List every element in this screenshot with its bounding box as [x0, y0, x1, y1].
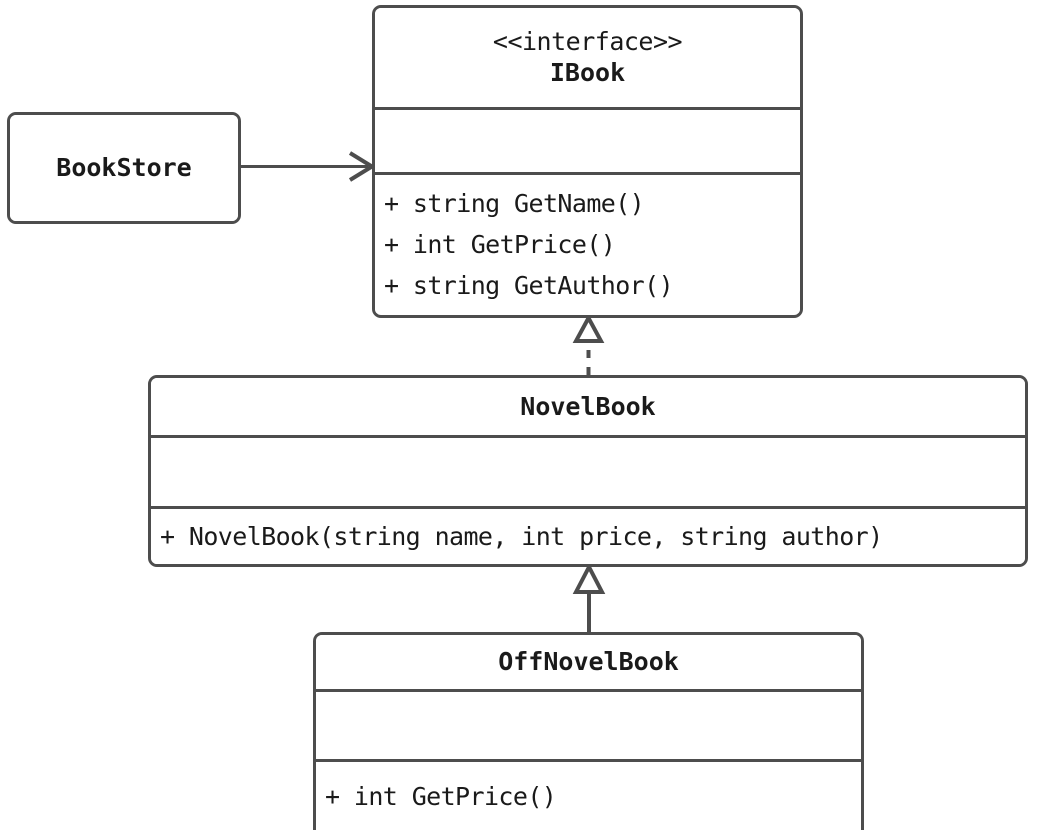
- hollow-triangle-arrowhead-icon: [572, 562, 606, 594]
- class-title-compartment-bookstore: BookStore: [10, 115, 238, 221]
- class-box-bookstore[interactable]: BookStore: [7, 112, 241, 224]
- class-title-compartment-ibook: <<interface>> IBook: [375, 8, 800, 110]
- edge-generalization-offnovelbook-novelbook: [572, 562, 606, 632]
- class-box-novelbook[interactable]: NovelBook + NovelBook(string name, int p…: [148, 375, 1028, 567]
- class-title-compartment-offnovelbook: OffNovelBook: [316, 635, 861, 692]
- class-attributes-compartment-novelbook: [151, 438, 1025, 509]
- class-name-bookstore: BookStore: [56, 153, 192, 182]
- class-name-ibook: IBook: [549, 57, 626, 87]
- edge-association-bookstore-ibook: [241, 151, 376, 182]
- class-stereotype-ibook: <<interface>>: [492, 26, 683, 56]
- method-row: + string GetAuthor(): [384, 270, 674, 300]
- method-row: + NovelBook(string name, int price, stri…: [160, 522, 883, 551]
- edge-realization-novelbook-ibook: [572, 313, 605, 375]
- class-methods-compartment-novelbook: + NovelBook(string name, int price, stri…: [151, 509, 1025, 564]
- class-methods-compartment-offnovelbook: + int GetPrice(): [316, 762, 861, 830]
- class-box-offnovelbook[interactable]: OffNovelBook + int GetPrice(): [313, 632, 864, 830]
- class-attributes-compartment-offnovelbook: [316, 692, 861, 762]
- method-row: + int GetPrice(): [325, 781, 557, 811]
- class-name-novelbook: NovelBook: [520, 391, 656, 421]
- class-attributes-compartment-ibook: [375, 110, 800, 175]
- class-methods-compartment-ibook: + string GetName() + int GetPrice() + st…: [375, 175, 800, 313]
- class-box-ibook[interactable]: <<interface>> IBook + string GetName() +…: [372, 5, 803, 318]
- method-row: + int GetPrice(): [384, 229, 616, 259]
- method-row: + string GetName(): [384, 188, 645, 218]
- class-title-compartment-novelbook: NovelBook: [151, 378, 1025, 438]
- hollow-triangle-arrowhead-icon: [572, 313, 605, 343]
- class-name-offnovelbook: OffNovelBook: [498, 647, 679, 676]
- open-arrowhead-icon: [348, 151, 376, 182]
